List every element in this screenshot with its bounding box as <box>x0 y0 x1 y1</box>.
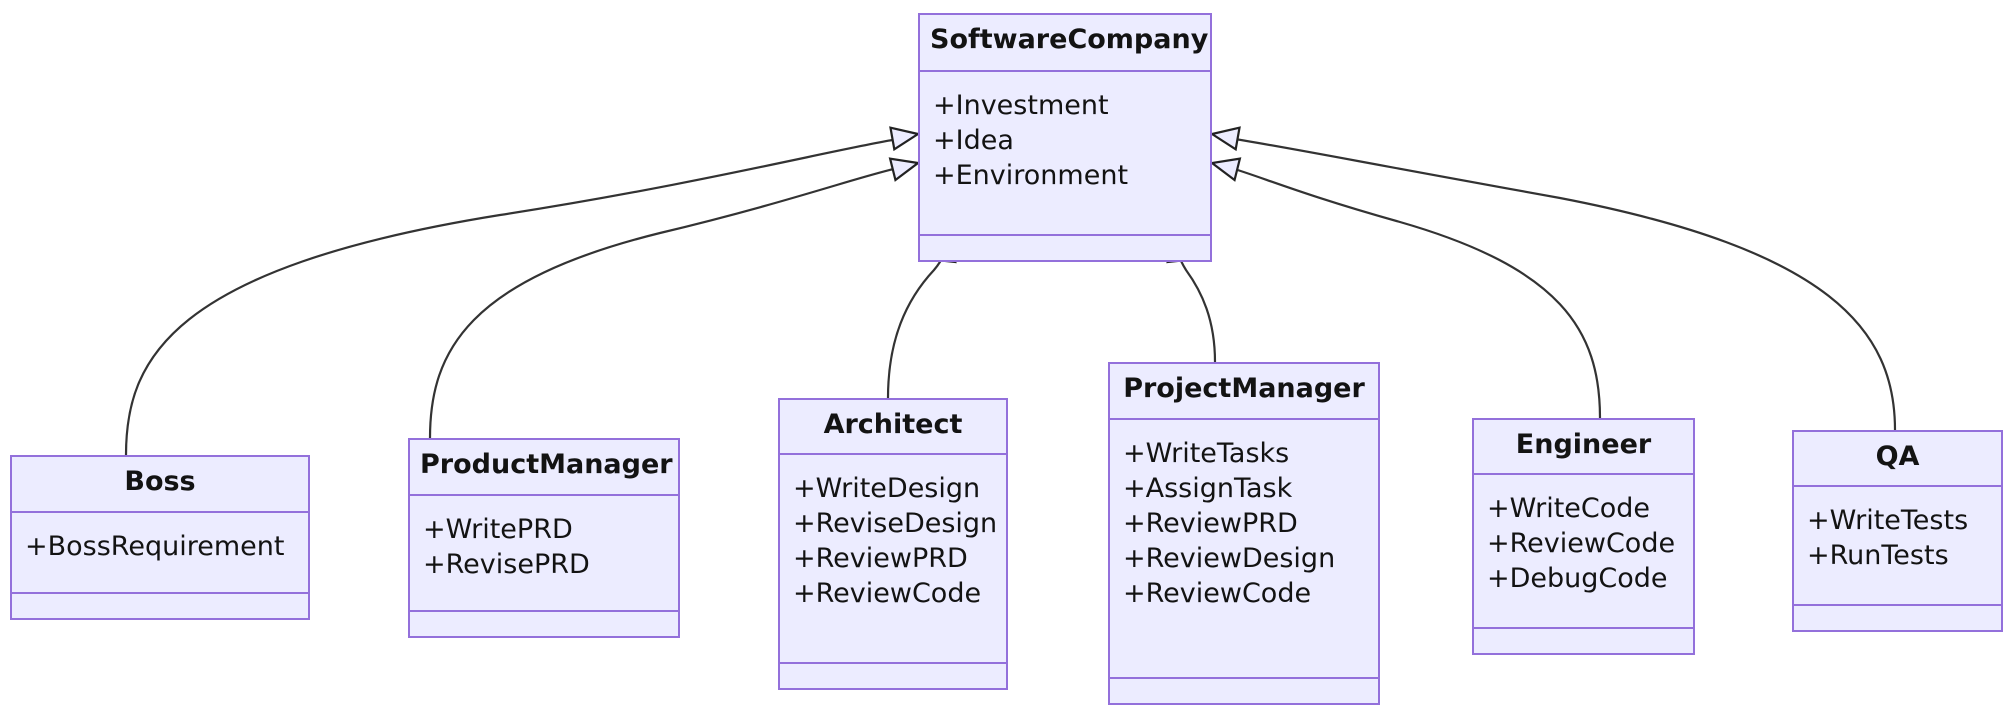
uml-class-title-software-company: SoftwareCompany <box>920 15 1210 72</box>
uml-class-title-qa: QA <box>1794 432 2001 487</box>
uml-attribute: +RunTests <box>1807 540 1949 572</box>
uml-class-project-manager[interactable]: ProjectManager+WriteTasks+AssignTask+Rev… <box>1108 362 1380 705</box>
uml-attribute: +WriteCode <box>1487 493 1651 524</box>
uml-class-software-company[interactable]: SoftwareCompany +Investment +Idea+Environm… <box>918 13 1212 262</box>
generalization-arrowhead <box>1209 126 1241 152</box>
uml-class-attributes-qa: +WriteTests +RunTests <box>1794 487 2001 606</box>
relation-line <box>886 247 948 399</box>
uml-class-title-architect: Architect <box>780 400 1006 455</box>
uml-attribute: +AssignTask <box>1123 473 1293 505</box>
uml-class-attributes-engineer: +WriteCode +ReviewCode+DebugCode <box>1474 475 1693 629</box>
uml-attribute: +DebugCode <box>1487 563 1668 595</box>
uml-class-attributes-software-company: +Investment +Idea+Environment <box>920 72 1210 236</box>
uml-attribute: +ReviseDesign <box>793 508 998 540</box>
uml-class-methods-engineer <box>1474 629 1693 653</box>
generalization-arrowhead <box>1209 157 1242 182</box>
uml-class-attributes-boss: +BossRequirement <box>12 513 308 594</box>
uml-attribute: +Idea <box>933 125 1014 157</box>
generalization-arrowhead <box>888 157 921 182</box>
uml-class-title-boss: Boss <box>12 457 308 513</box>
uml-attribute: +Investment <box>933 90 1109 121</box>
uml-class-boss[interactable]: Boss +BossRequirement <box>10 455 310 620</box>
uml-class-methods-qa <box>1794 606 2001 630</box>
uml-class-architect[interactable]: Architect+WriteDesign+ReviseDesign+Revie… <box>778 398 1008 690</box>
uml-attribute: +ReviewDesign <box>1123 543 1336 575</box>
uml-attribute: +WriteTests <box>1807 505 1969 536</box>
uml-attribute: +ReviewCode <box>793 578 982 610</box>
uml-attribute: +ReviewPRD <box>793 543 968 575</box>
uml-class-methods-software-company <box>920 236 1210 260</box>
uml-attribute: +ReviewPRD <box>1123 508 1298 540</box>
uml-class-methods-architect <box>780 664 1006 688</box>
uml-class-methods-project-manager <box>1110 679 1378 703</box>
uml-attribute: +ReviewCode <box>1123 578 1312 610</box>
generalization-arrowhead <box>889 126 921 152</box>
uml-attribute: +WriteDesign <box>793 473 981 504</box>
uml-class-title-engineer: Engineer <box>1474 420 1693 475</box>
uml-attribute: +Environment <box>933 160 1129 192</box>
uml-class-product-manager[interactable]: ProductManager +WritePRD +RevisePRD <box>408 438 680 638</box>
uml-attribute: +WriteTasks <box>1123 438 1290 469</box>
relation-line <box>1175 247 1217 363</box>
uml-class-title-project-manager: ProjectManager <box>1110 364 1378 420</box>
uml-class-attributes-architect: +WriteDesign +ReviseDesign+ReviewPRD+Revi… <box>780 455 1006 664</box>
uml-class-title-product-manager: ProductManager <box>410 440 678 496</box>
uml-class-qa[interactable]: QA +WriteTests +RunTests <box>1792 430 2003 632</box>
uml-class-engineer[interactable]: Engineer +WriteCode +ReviewCode+DebugCode <box>1472 418 1695 655</box>
uml-class-attributes-project-manager: +WriteTasks +AssignTask+ReviewPRD+ReviewD… <box>1110 420 1378 679</box>
uml-attribute: +WritePRD <box>423 514 573 545</box>
uml-class-methods-product-manager <box>410 612 678 636</box>
uml-attribute: +ReviewCode <box>1487 528 1676 560</box>
relation-productmanager-inherits-softwarecompany <box>428 157 921 439</box>
uml-attribute: +RevisePRD <box>423 549 590 581</box>
uml-class-methods-boss <box>12 594 308 618</box>
uml-class-attributes-product-manager: +WritePRD +RevisePRD <box>410 496 678 612</box>
uml-attribute: +BossRequirement <box>25 531 285 562</box>
